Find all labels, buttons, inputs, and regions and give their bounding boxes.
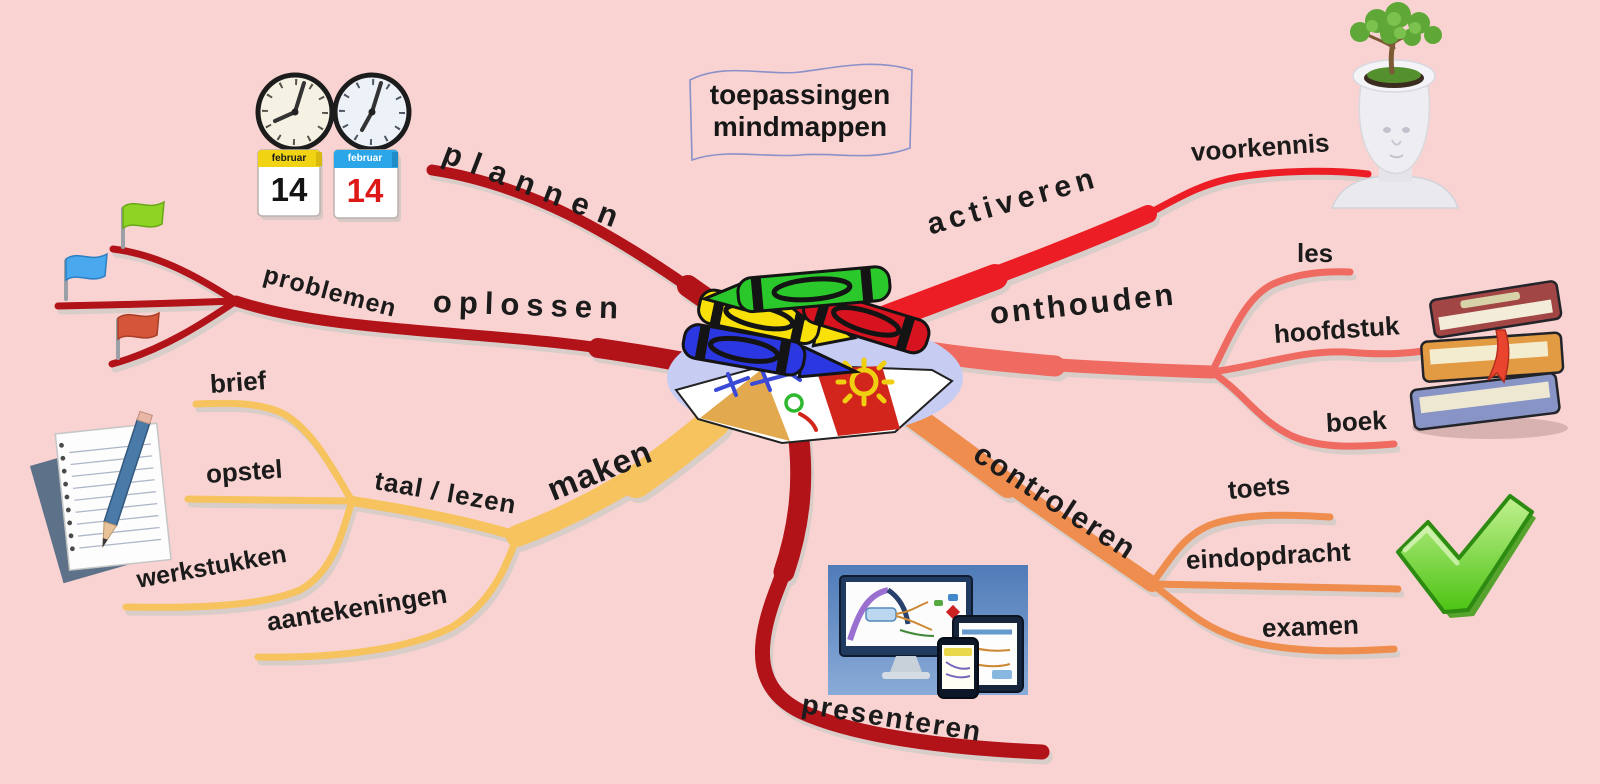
calendar-day: 14 xyxy=(270,171,308,208)
checkmark-icon xyxy=(1396,494,1536,618)
green-flag-icon xyxy=(121,200,165,249)
monitor-devices-icon xyxy=(828,565,1028,699)
crayons-center-image xyxy=(667,265,963,445)
calendar-month: februar xyxy=(347,153,383,164)
title-line-2: mindmappen xyxy=(712,111,888,142)
branch-shadows xyxy=(61,175,1427,757)
title-box: toepassingen mindmappen xyxy=(690,68,910,154)
branch-activeren xyxy=(870,171,1368,324)
books-icon xyxy=(1409,280,1568,439)
title-box-border xyxy=(689,63,913,162)
title-line-1: toepassingen xyxy=(709,78,891,110)
calendar-day: 14 xyxy=(346,172,384,209)
calendar-month: februar xyxy=(271,153,307,164)
branch-maken xyxy=(126,403,714,657)
head-tree-icon xyxy=(1330,2,1460,209)
notepad-pencil-icon xyxy=(29,410,172,584)
calendar-icon xyxy=(333,149,401,222)
red-flag-icon xyxy=(116,311,160,360)
blue-flag-icon xyxy=(64,252,108,301)
blue-crayon xyxy=(681,323,862,379)
clock-icon xyxy=(255,72,335,152)
green-crayon xyxy=(699,265,892,314)
calendar-icon xyxy=(257,149,323,220)
clock-icon xyxy=(332,72,412,152)
